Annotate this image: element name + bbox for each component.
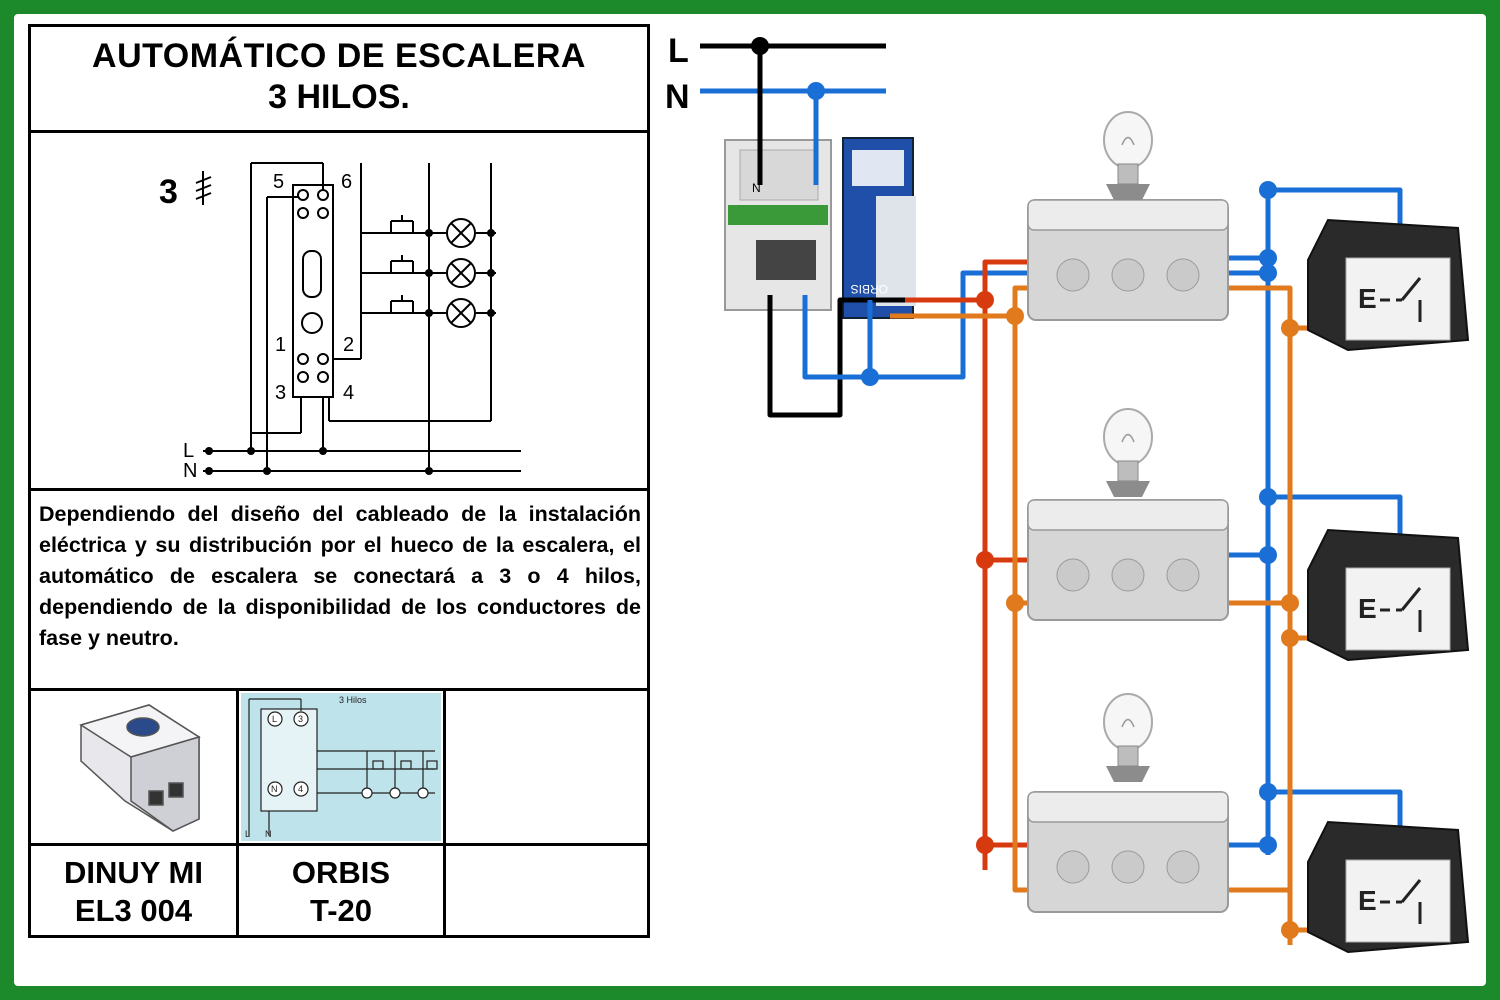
svg-text:L: L — [272, 714, 277, 724]
svg-text:5: 5 — [273, 171, 284, 193]
svg-text:1: 1 — [275, 334, 286, 356]
svg-text:N: N — [265, 829, 272, 839]
wire-junctions — [751, 37, 1299, 939]
junction-box-1 — [1027, 199, 1229, 321]
info-panel: AUTOMÁTICO DE ESCALERA 3 HILOS. 3 — [28, 24, 650, 938]
title-box: AUTOMÁTICO DE ESCALERA 3 HILOS. — [31, 27, 647, 133]
wire-count: 3 — [159, 173, 178, 211]
svg-text:N: N — [183, 460, 197, 482]
line-label: L — [668, 32, 689, 70]
svg-text:ORBIS: ORBIS — [851, 282, 888, 296]
svg-text:4: 4 — [343, 382, 354, 404]
terminal-labels: 5 6 1 2 3 4 L N — [183, 171, 354, 482]
page-subtitle: 3 HILOS. — [268, 78, 410, 116]
neutral-label: N — [665, 78, 690, 116]
pushbutton-1 — [1306, 218, 1470, 352]
terminal-circles — [297, 189, 329, 383]
schematic-box: 3 — [31, 133, 647, 491]
circuit-breaker: N — [724, 139, 832, 311]
pushbutton-3 — [1306, 820, 1470, 954]
svg-text:4: 4 — [298, 784, 303, 794]
pushbutton-2 — [1306, 528, 1470, 662]
stair-timer: ORBIS — [842, 137, 916, 319]
svg-text:3: 3 — [298, 714, 303, 724]
description-box: Dependiendo del diseño del cableado de l… — [31, 491, 647, 691]
lamp-3 — [1103, 693, 1153, 783]
product-label-empty — [446, 846, 647, 935]
svg-text:N: N — [752, 181, 761, 195]
svg-text:N: N — [271, 784, 278, 794]
lamp-symbols — [446, 218, 476, 328]
wiring-diagram: E L N N ORBIS — [665, 32, 1470, 954]
schematic-nodes — [205, 229, 495, 475]
mini-diagram-title: 3 Hilos — [339, 695, 367, 705]
svg-text:L: L — [183, 440, 194, 462]
svg-text:3: 3 — [275, 382, 286, 404]
orbis-wiring-image: 3 Hilos L 3 N 4 L N — [239, 691, 446, 843]
svg-text:2: 2 — [343, 334, 354, 356]
svg-text:6: 6 — [341, 171, 352, 193]
junction-box-3 — [1027, 791, 1229, 913]
empty-product-image — [446, 691, 647, 843]
dinuy-product-image — [31, 691, 239, 843]
pushbuttons — [381, 215, 414, 314]
page-title: AUTOMÁTICO DE ESCALERA — [92, 37, 586, 75]
supply-labels: L N — [665, 32, 690, 116]
lamp-1 — [1103, 111, 1153, 201]
junction-box-2 — [1027, 499, 1229, 621]
product-image-row: 3 Hilos L 3 N 4 L N — [31, 691, 647, 846]
description-text: Dependiendo del diseño del cableado de l… — [39, 502, 641, 650]
svg-text:L: L — [245, 829, 250, 839]
three-wire-symbol — [195, 171, 212, 205]
schematic-diagram: 3 — [159, 162, 521, 482]
lamp-2 — [1103, 408, 1153, 498]
